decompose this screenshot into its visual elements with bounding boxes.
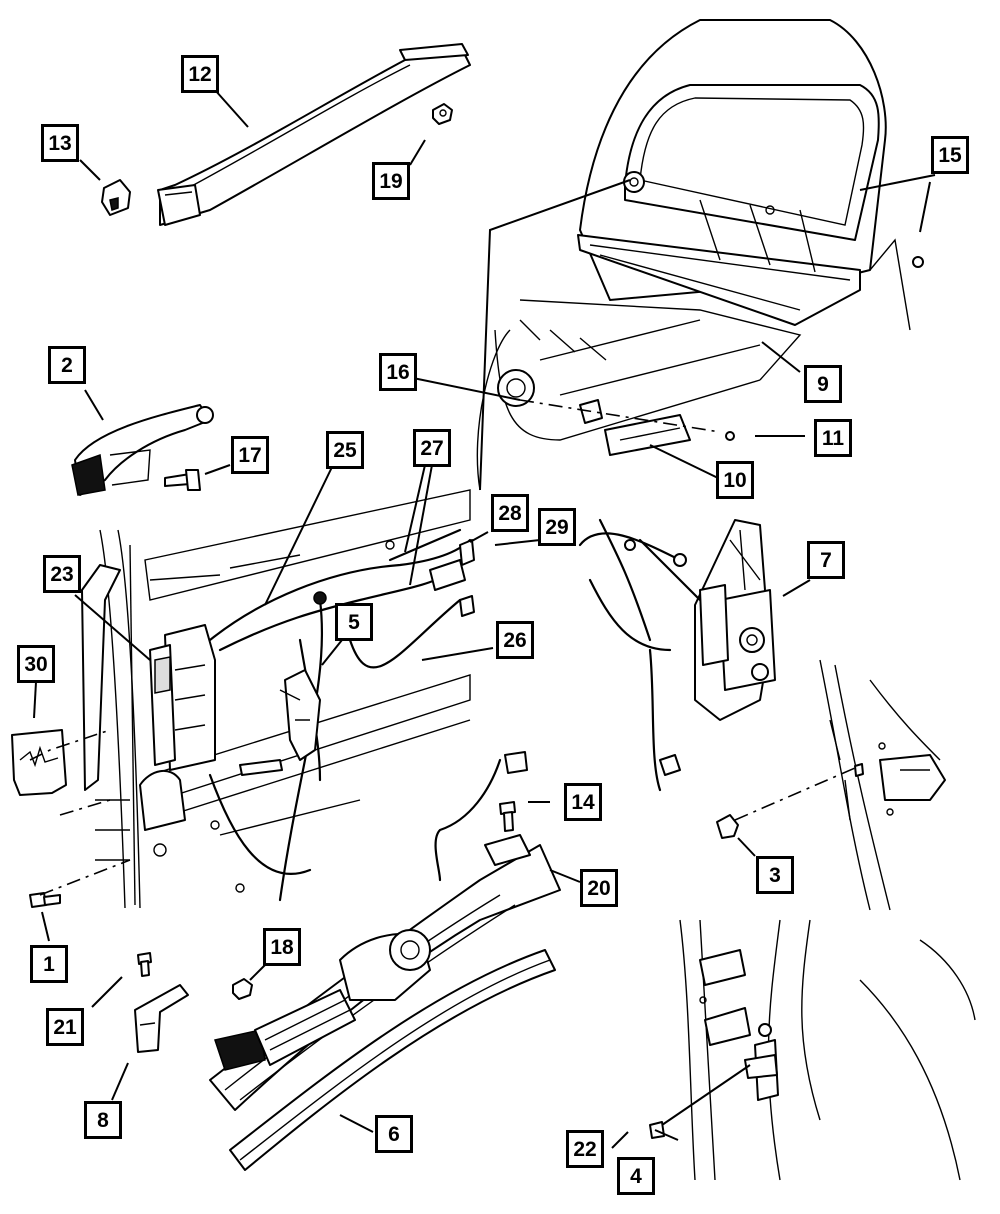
callout-3: 3: [756, 856, 794, 894]
callout-21: 21: [46, 1008, 84, 1046]
nut-18: [232, 978, 253, 1000]
bellcrank-5: [239, 669, 321, 776]
clip-13: [101, 179, 131, 216]
callout-4: 4: [617, 1157, 655, 1195]
drive-motor: [214, 929, 431, 1071]
label-30: [11, 729, 67, 796]
bolt-17: [164, 469, 201, 491]
bracket-8: [134, 984, 189, 1053]
quarter-window-assembly: [577, 19, 924, 331]
control-module: [149, 624, 216, 771]
callout-15: 15: [931, 136, 969, 174]
callout-10: 10: [716, 461, 754, 499]
callout-9: 9: [804, 365, 842, 403]
callout-13: 13: [41, 124, 79, 162]
callout-27: 27: [413, 429, 451, 467]
door-inner-panel: [81, 489, 471, 909]
body-side-panel: [476, 179, 802, 491]
callout-30: 30: [17, 645, 55, 683]
callout-8: 8: [84, 1101, 122, 1139]
wiring-harness: [208, 528, 475, 902]
callout-7: 7: [807, 541, 845, 579]
outside-handle: [71, 404, 214, 496]
callout-2: 2: [48, 346, 86, 384]
callout-6: 6: [375, 1115, 413, 1153]
callout-1: 1: [30, 945, 68, 983]
callout-18: 18: [263, 928, 301, 966]
nut-19: [432, 103, 453, 125]
callout-16: 16: [379, 353, 417, 391]
lower-cover: [229, 949, 556, 1171]
callout-20: 20: [580, 869, 618, 907]
callout-29: 29: [538, 508, 576, 546]
callout-12: 12: [181, 55, 219, 93]
callout-28: 28: [491, 494, 529, 532]
callout-14: 14: [564, 783, 602, 821]
callout-5: 5: [335, 603, 373, 641]
door-latch: [578, 518, 776, 792]
callout-22: 22: [566, 1130, 604, 1168]
leader-lines: [29, 89, 936, 1149]
callout-17: 17: [231, 436, 269, 474]
callout-23: 23: [43, 555, 81, 593]
bolt-14: [499, 801, 516, 832]
body-pillar-right: [716, 659, 946, 911]
screw-1: [29, 892, 61, 908]
callout-19: 19: [372, 162, 410, 200]
bolt-21: [137, 952, 152, 977]
upper-track-cover: [157, 43, 471, 226]
lower-pillar: [649, 919, 976, 1181]
callout-25: 25: [326, 431, 364, 469]
callout-11: 11: [814, 419, 852, 457]
callout-26: 26: [496, 621, 534, 659]
